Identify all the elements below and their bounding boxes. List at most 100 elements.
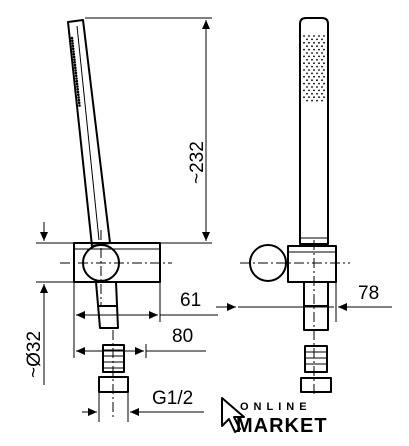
spray-hole (318, 55, 320, 58)
logo-line-1: ONLINE (240, 401, 312, 413)
spray-hole (70, 36, 74, 40)
spray-hole (303, 35, 305, 37)
spray-hole (311, 45, 313, 48)
spray-hole (76, 85, 79, 88)
spray-hole (313, 41, 315, 44)
spray-hole (306, 99, 308, 102)
spray-hole (316, 52, 318, 54)
spray-hole (321, 92, 323, 95)
dim-thread-label: G1/2 (152, 388, 193, 409)
spray-hole (316, 92, 318, 95)
spray-hole (71, 42, 74, 45)
spray-hole (321, 86, 323, 88)
spray-hole (306, 38, 308, 41)
spray-hole (318, 82, 320, 85)
hose-fitting-side (102, 344, 125, 373)
spray-hole (75, 82, 79, 86)
spray-hole (72, 55, 76, 59)
spray-hole (71, 44, 75, 48)
spray-hole (306, 72, 308, 75)
spray-hole (74, 66, 77, 69)
spray-hole (323, 48, 325, 51)
spray-hole (74, 74, 78, 78)
spray-hole (311, 38, 313, 41)
spray-hole (73, 61, 76, 64)
spray-hole (321, 79, 323, 82)
shower-handle-front (299, 17, 329, 245)
spray-hole (303, 41, 305, 44)
spray-hole (318, 75, 320, 78)
spray-hole (316, 99, 318, 102)
spray-hole (321, 72, 323, 75)
spray-hole (303, 89, 305, 92)
spray-hole (77, 98, 81, 102)
spray-hole (308, 82, 310, 85)
spray-holes-front (303, 35, 325, 102)
spray-hole (73, 63, 77, 67)
spray-hole (76, 90, 80, 94)
spray-hole (306, 58, 308, 61)
spray-hole (308, 89, 310, 92)
front-view: 78 (216, 17, 392, 395)
spray-hole (316, 86, 318, 88)
hose-fitting-front (304, 345, 328, 373)
spray-hole (308, 35, 310, 37)
spray-hole (74, 69, 77, 72)
spray-hole (306, 92, 308, 95)
spray-hole (306, 52, 308, 54)
spray-hole (323, 69, 325, 71)
spray-hole (308, 55, 310, 58)
spray-holes-side (70, 36, 81, 107)
side-view: ~232 ~Ø32 61 80 G1/2 (24, 17, 218, 422)
spray-hole (321, 45, 323, 48)
spray-hole (323, 41, 325, 44)
spray-hole (311, 92, 313, 95)
spray-hole (316, 45, 318, 48)
spray-hole (313, 62, 315, 65)
spray-hole (303, 96, 305, 99)
spray-hole (306, 86, 308, 88)
spray-hole (318, 96, 320, 99)
spray-hole (303, 69, 305, 71)
spray-hole (306, 65, 308, 68)
spray-hole (323, 89, 325, 92)
spray-hole (311, 72, 313, 75)
spray-hole (77, 96, 80, 99)
spray-hole (77, 93, 80, 96)
spray-hole (316, 58, 318, 61)
dim-232-label: ~232 (187, 141, 208, 184)
spray-hole (316, 72, 318, 75)
spray-hole (311, 79, 313, 82)
spray-hole (313, 96, 315, 99)
spray-hole (313, 75, 315, 78)
spray-hole (318, 69, 320, 71)
logo-line-2: MARKET (236, 415, 328, 437)
spray-hole (75, 77, 78, 80)
spray-hole (303, 48, 305, 51)
spray-hole (76, 88, 79, 91)
spray-hole (313, 48, 315, 51)
spray-hole (303, 75, 305, 78)
spray-hole (318, 48, 320, 51)
spray-hole (303, 55, 305, 58)
spray-hole (72, 50, 75, 53)
spray-hole (306, 45, 308, 48)
spray-hole (311, 58, 313, 61)
wall-bracket-front (287, 245, 337, 283)
spray-hole (73, 58, 76, 61)
spray-hole (311, 86, 313, 88)
spray-hole (308, 69, 310, 71)
spray-hole (318, 89, 320, 92)
spray-hole (77, 101, 81, 105)
spray-hole (321, 38, 323, 41)
spray-hole (323, 96, 325, 99)
spray-hole (321, 58, 323, 61)
dim-61-label: 61 (180, 290, 201, 311)
spray-hole (308, 62, 310, 65)
spray-hole (321, 99, 323, 102)
spray-hole (72, 52, 76, 56)
spray-hole (311, 52, 313, 54)
spray-hole (71, 47, 75, 51)
spray-hole (78, 104, 81, 107)
